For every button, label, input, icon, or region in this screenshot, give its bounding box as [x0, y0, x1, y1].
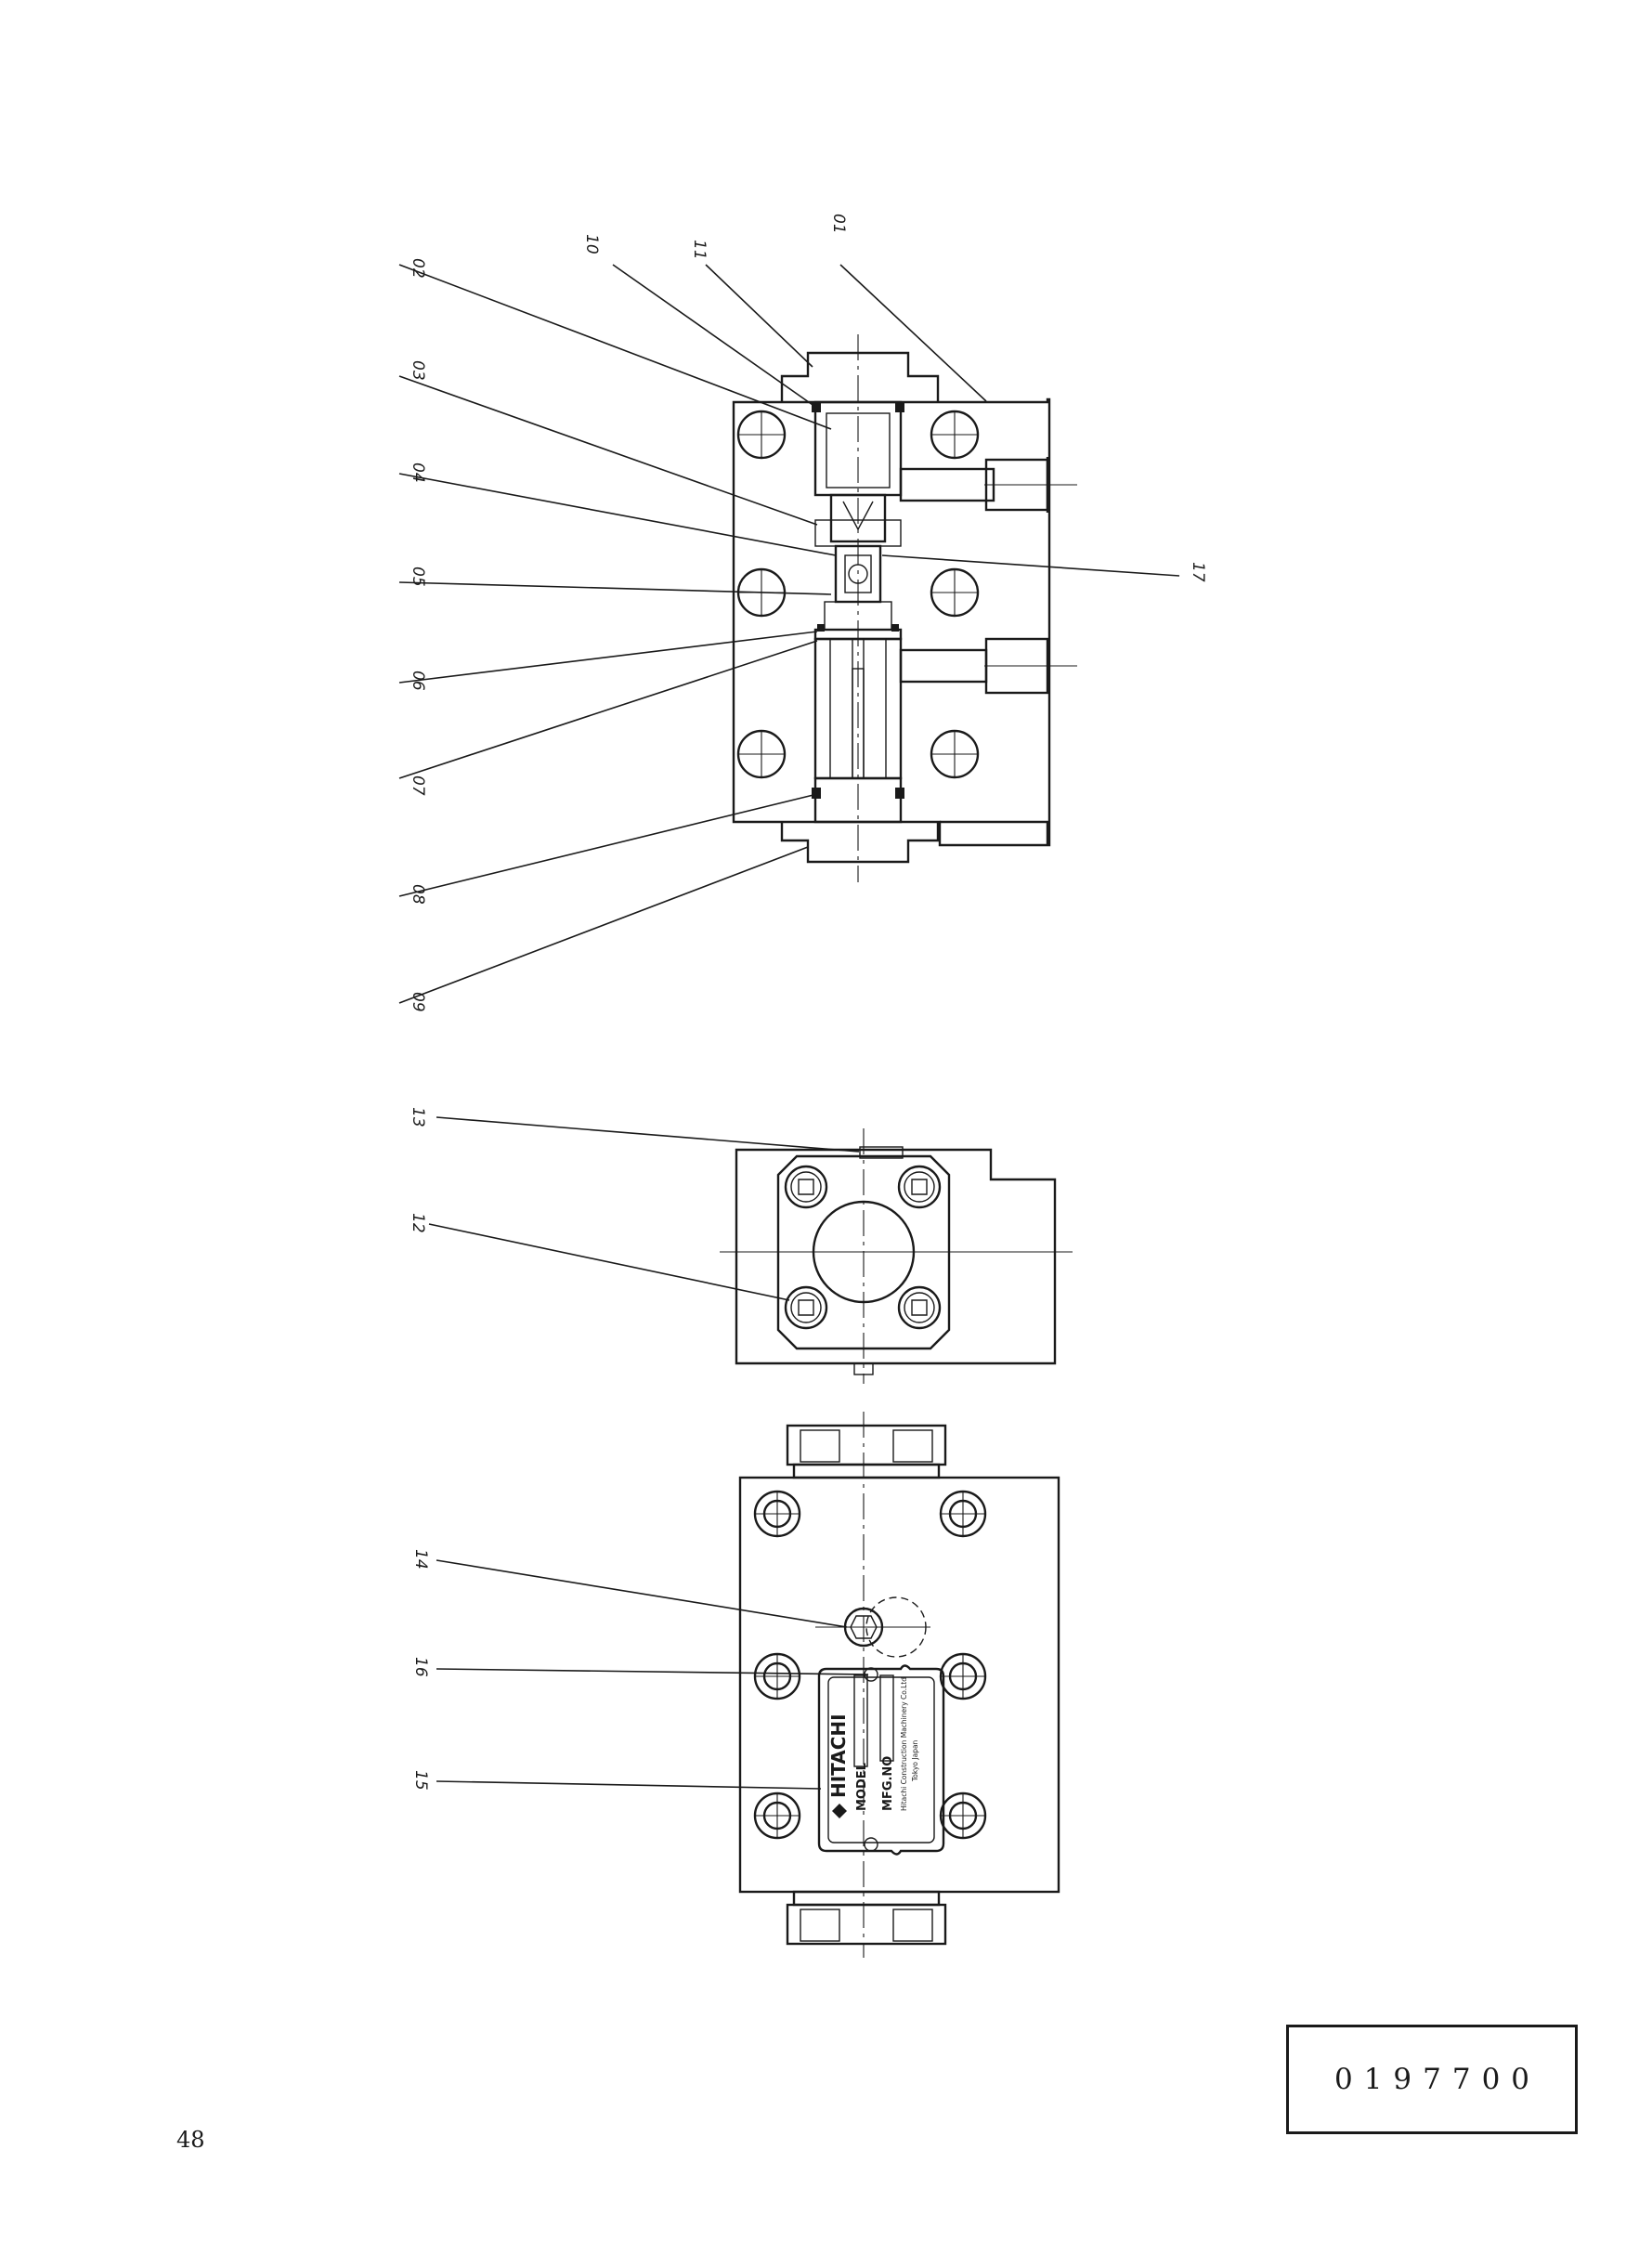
socket-screw — [897, 1285, 942, 1330]
callout-05: 05 — [409, 567, 427, 587]
page-number: 48 — [176, 2127, 205, 2153]
mfg-label: MFG.NO — [881, 1756, 895, 1811]
callout-12: 12 — [409, 1213, 427, 1233]
model-label: MODEL — [855, 1763, 869, 1811]
drawing-number-box: 0197700 — [1286, 2025, 1578, 2134]
socket-screw — [784, 1285, 828, 1330]
callout-16: 16 — [411, 1657, 430, 1677]
callout-09: 09 — [409, 992, 427, 1012]
location-label: Tokyo Japan — [911, 1739, 919, 1782]
callout-10: 10 — [582, 234, 601, 254]
maker-label: Hitachi Construction Machinery Co.Ltd — [900, 1677, 908, 1811]
callout-04: 04 — [409, 463, 427, 483]
callout-15: 15 — [411, 1770, 430, 1791]
callout-03: 03 — [409, 360, 427, 381]
top-view: HITACHI MODEL MFG.NO Hitachi Constructio… — [411, 1412, 1060, 1958]
callout-06: 06 — [409, 671, 427, 691]
drawing-number: 0197700 — [1333, 2063, 1541, 2096]
callout-13: 13 — [409, 1107, 427, 1127]
valve-body-section — [732, 397, 1051, 847]
nameplate — [817, 1664, 945, 1856]
socket-screw — [784, 1165, 828, 1209]
callout-08: 08 — [409, 884, 427, 905]
section-view: 02 03 04 05 06 07 08 09 10 11 01 17 — [398, 214, 1207, 1012]
socket-screw — [897, 1165, 942, 1209]
side-view: 13 12 — [409, 1107, 1073, 1384]
callout-11: 11 — [690, 240, 709, 260]
callout-14: 14 — [411, 1549, 430, 1570]
callout-02: 02 — [409, 258, 427, 279]
top-view-body — [738, 1476, 1060, 1894]
callout-17: 17 — [1189, 562, 1207, 582]
brand-label: HITACHI — [827, 1713, 850, 1798]
side-view-body — [735, 1148, 1057, 1365]
callout-01: 01 — [829, 214, 848, 234]
nameplate-text: HITACHI MODEL MFG.NO Hitachi Constructio… — [827, 1674, 919, 1818]
callout-07: 07 — [409, 775, 427, 796]
flange-plate — [776, 1154, 951, 1350]
bottom-cap — [780, 822, 940, 864]
